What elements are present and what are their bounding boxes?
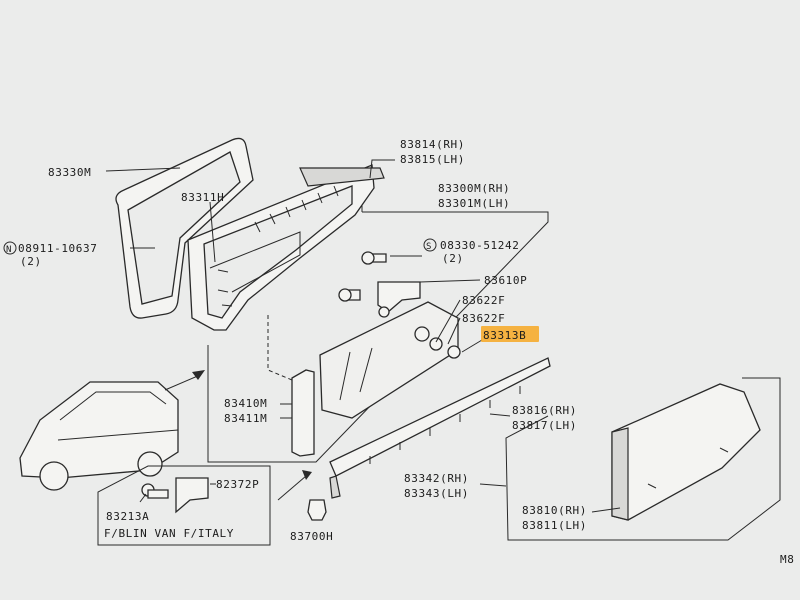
quarter-trim <box>611 383 761 521</box>
callout-83330M[interactable]: 83330M <box>48 166 91 179</box>
guide-rail <box>329 357 551 499</box>
callout-83816-rh[interactable]: 83816(RH) <box>512 404 577 417</box>
callout-83342-rh[interactable]: 83342(RH) <box>404 472 469 485</box>
variant-note: F/BLIN VAN F/ITALY <box>104 527 234 540</box>
callout-83313B[interactable]: 83313B <box>483 329 526 342</box>
vehicle-sketch <box>19 370 205 491</box>
highlight-83313B <box>481 326 539 342</box>
callout-83622F-lower[interactable]: 83622F <box>462 312 505 325</box>
leader-lines <box>105 159 621 513</box>
callout-08911-number: 08911-10637 <box>18 242 97 255</box>
variant-box <box>97 465 271 546</box>
callout-83700H[interactable]: 83700H <box>290 530 333 543</box>
callout-83814-rh[interactable]: 83814(RH) <box>400 138 465 151</box>
vertical-channel <box>267 315 315 457</box>
callout-83622F-upper[interactable]: 83622F <box>462 294 505 307</box>
callout-83811-lh[interactable]: 83811(LH) <box>522 519 587 532</box>
callout-08911-qty: (2) <box>20 255 42 268</box>
callout-83301M-lh[interactable]: 83301M(LH) <box>438 197 510 210</box>
callout-83610P[interactable]: 83610P <box>484 274 527 287</box>
circle-symbol-n: N <box>6 245 12 255</box>
callout-83300M-rh[interactable]: 83300M(RH) <box>438 182 510 195</box>
callout-83410M[interactable]: 83410M <box>224 397 267 410</box>
callout-82372P[interactable]: 82372P <box>216 478 259 491</box>
sliding-glass <box>319 301 461 419</box>
latch-hardware <box>338 251 421 318</box>
callout-83213A[interactable]: 83213A <box>106 510 149 523</box>
callout-83810-rh[interactable]: 83810(RH) <box>522 504 587 517</box>
clip-part <box>277 470 327 521</box>
callout-83311H[interactable]: 83311H <box>181 191 224 204</box>
callout-83411M[interactable]: 83411M <box>224 412 267 425</box>
callout-08911[interactable]: N 08911-10637 (2) <box>3 241 97 268</box>
page-code: M8 <box>780 553 794 566</box>
callout-08330-qty: (2) <box>442 252 464 265</box>
callout-83343-lh[interactable]: 83343(LH) <box>404 487 469 500</box>
glass-frame <box>187 164 385 331</box>
callout-83817-lh[interactable]: 83817(LH) <box>512 419 577 432</box>
window-seal <box>115 137 254 319</box>
circle-symbol-s: S <box>426 242 432 252</box>
callout-83815-lh[interactable]: 83815(LH) <box>400 153 465 166</box>
callout-08330[interactable]: S 08330-51242 (2) <box>423 238 519 265</box>
callout-08330-number: 08330-51242 <box>440 239 519 252</box>
trim-box <box>505 377 781 541</box>
